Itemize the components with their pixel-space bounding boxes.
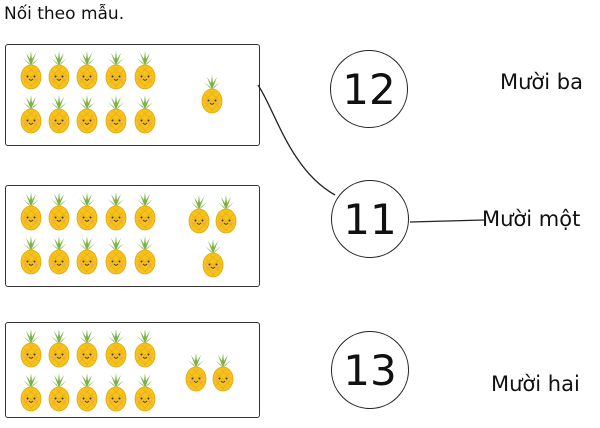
pineapple-icon (47, 191, 71, 231)
pineapple-icon (75, 372, 99, 412)
sample-line-box1-to-11 (257, 84, 336, 196)
word-muoi-hai[interactable]: Mười hai (491, 372, 580, 396)
pineapple-icon (133, 235, 157, 275)
pineapple-icon (19, 191, 43, 231)
pineapple-icon (19, 94, 43, 134)
pineapple-icon (75, 191, 99, 231)
pineapple-icon (47, 94, 71, 134)
pineapple-icon (214, 194, 238, 234)
pineapple-icon (47, 50, 71, 90)
pineapple-icon (201, 238, 225, 278)
pineapple-icon (211, 352, 235, 392)
pineapple-icon (104, 191, 128, 231)
pineapple-icon (104, 328, 128, 368)
sample-line-11-to-muoi-mot (409, 219, 485, 223)
pineapple-icon (104, 50, 128, 90)
number-circle-11[interactable]: 11 (331, 180, 409, 258)
pineapple-icon (184, 352, 208, 392)
pineapple-icon (133, 94, 157, 134)
pineapple-icon (75, 328, 99, 368)
pineapple-icon (47, 328, 71, 368)
pineapple-icon (187, 194, 211, 234)
number-circle-12[interactable]: 12 (330, 50, 408, 128)
pineapple-icon (133, 372, 157, 412)
pineapple-icon (19, 235, 43, 275)
pineapple-icon (47, 235, 71, 275)
pineapple-icon (104, 235, 128, 275)
pineapple-icon (75, 50, 99, 90)
pineapple-icon (75, 94, 99, 134)
pineapple-icon (200, 74, 224, 114)
pineapple-icon (19, 50, 43, 90)
pineapple-icon (19, 372, 43, 412)
pineapple-icon (133, 50, 157, 90)
pineapple-icon (133, 328, 157, 368)
word-muoi-ba[interactable]: Mười ba (500, 70, 583, 94)
pineapple-icon (104, 372, 128, 412)
pineapple-icon (104, 94, 128, 134)
pineapple-icon (75, 235, 99, 275)
pineapple-icon (19, 328, 43, 368)
pineapple-icon (47, 372, 71, 412)
number-circle-13[interactable]: 13 (331, 331, 409, 409)
instruction-title: Nối theo mẫu. (4, 4, 125, 24)
word-muoi-mot[interactable]: Mười một (482, 207, 581, 231)
pineapple-icon (133, 191, 157, 231)
